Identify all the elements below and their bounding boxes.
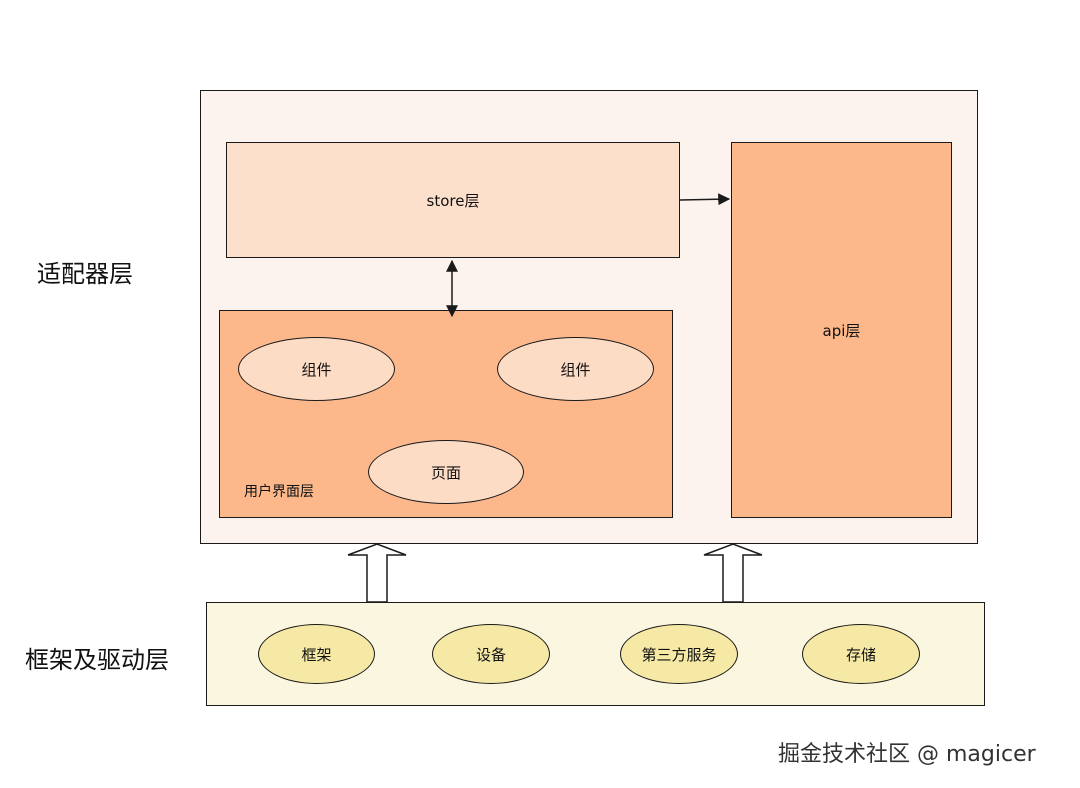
api-layer-label: api层: [822, 321, 861, 340]
page-ellipse: 页面: [368, 440, 524, 504]
third-party-service-label: 第三方服务: [641, 645, 717, 664]
device-item-label: 设备: [475, 645, 506, 664]
framework-to-adapter-arrow-left: [347, 543, 407, 603]
watermark: 掘金技术社区 @ magicer: [778, 742, 1036, 767]
api-layer-box: api层: [731, 142, 952, 518]
storage-item-label: 存储: [845, 645, 876, 664]
framework-item-label: 框架: [301, 645, 332, 664]
component-ellipse-right: 组件: [497, 337, 654, 401]
framework-to-adapter-arrow-right: [703, 543, 763, 603]
framework-ellipse: 框架: [258, 624, 375, 684]
adapter-layer-label: 适配器层: [37, 260, 133, 288]
device-ellipse: 设备: [432, 624, 550, 684]
store-to-api-arrow: [679, 193, 731, 206]
ui-layer-label: 用户界面层: [244, 484, 314, 500]
framework-layer-label: 框架及驱动层: [25, 646, 169, 674]
store-layer-box: store层: [226, 142, 680, 258]
store-layer-label: store层: [426, 191, 480, 210]
third-party-service-ellipse: 第三方服务: [620, 624, 738, 684]
component-label: 组件: [560, 360, 591, 379]
component-label: 组件: [301, 360, 332, 379]
storage-ellipse: 存储: [802, 624, 920, 684]
page-label: 页面: [430, 463, 461, 482]
component-ellipse-left: 组件: [238, 337, 395, 401]
